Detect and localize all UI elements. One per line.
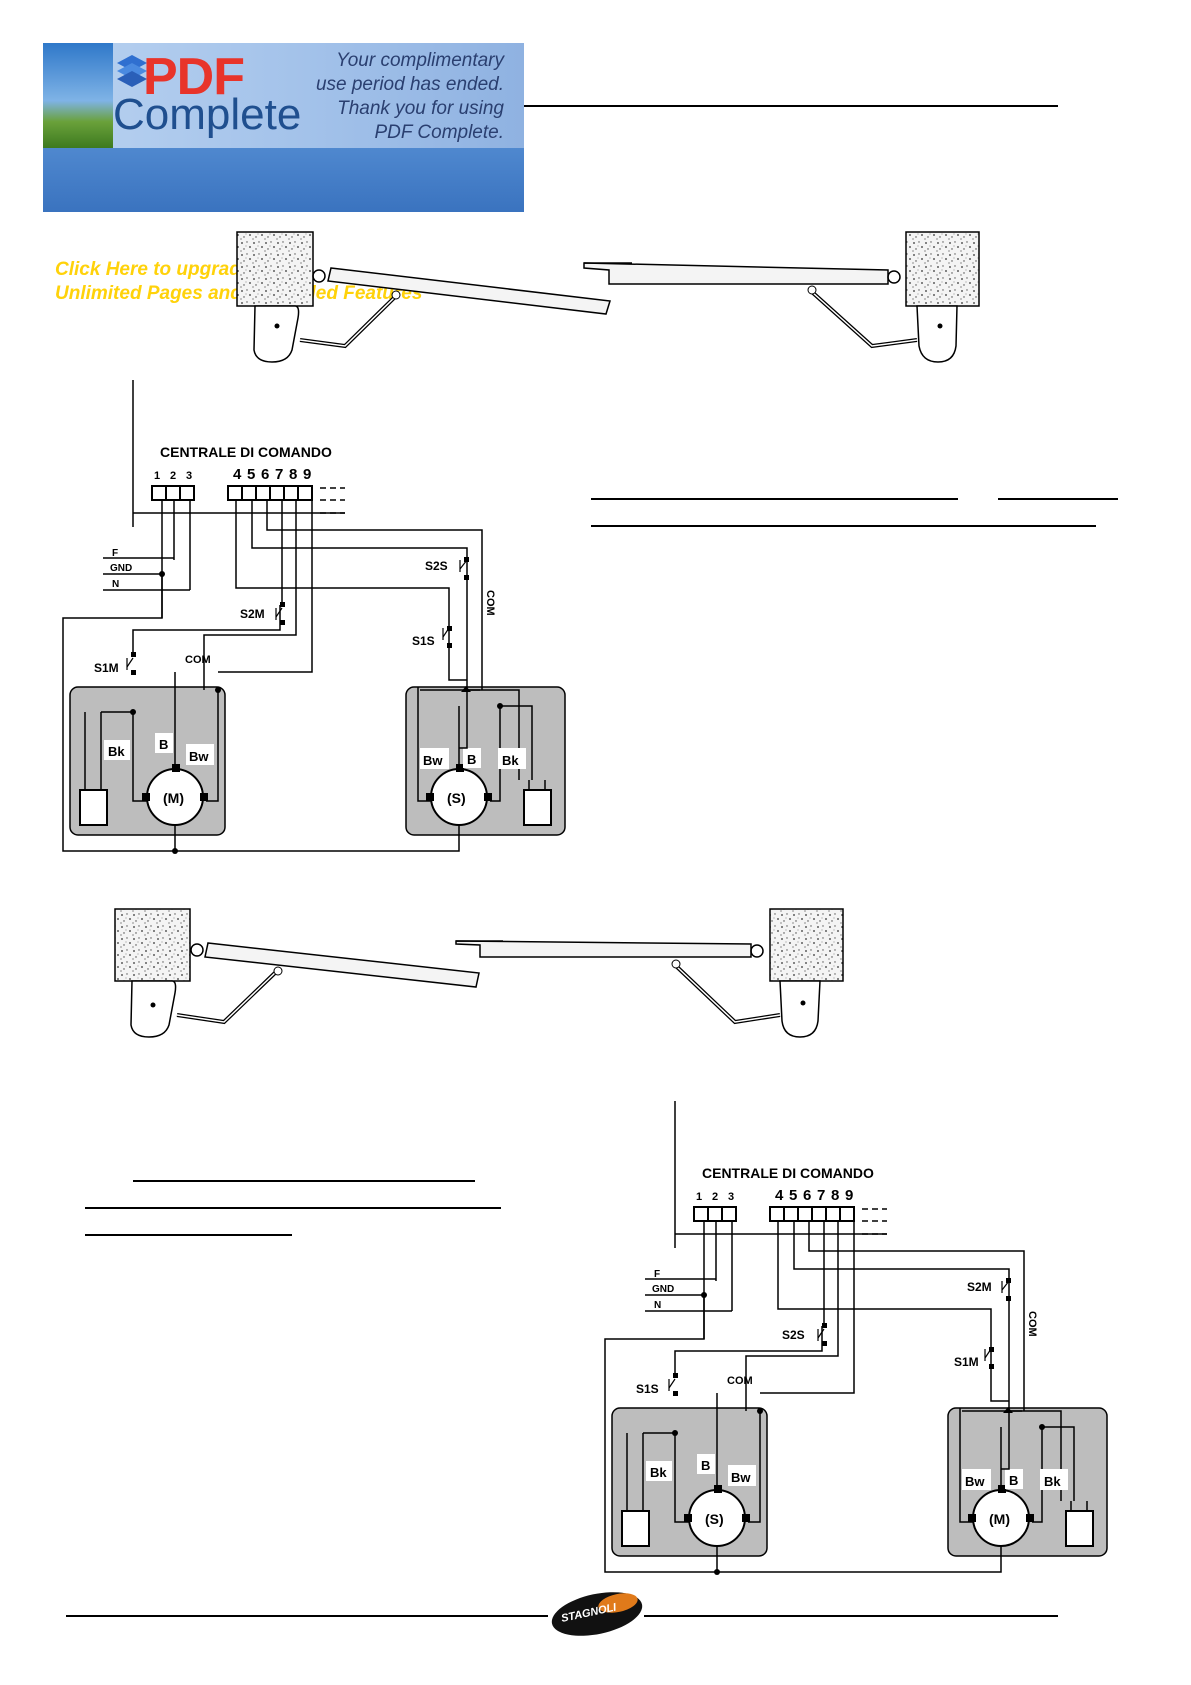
wire-label: Bk bbox=[650, 1465, 667, 1480]
terminal-label: 7 bbox=[275, 466, 283, 483]
switch-label: S2M bbox=[967, 1280, 992, 1294]
wire-label: Bk bbox=[1044, 1474, 1061, 1489]
supply-label: F bbox=[112, 548, 118, 559]
motor-label: (S) bbox=[447, 790, 466, 806]
switch-label: S2S bbox=[782, 1328, 805, 1342]
message-line: Thank you for using bbox=[337, 98, 504, 119]
wire-label: Bw bbox=[189, 749, 209, 764]
terminal-label: 3 bbox=[186, 470, 192, 482]
wire-label: B bbox=[159, 737, 168, 752]
com-vertical-label: COM bbox=[484, 590, 496, 616]
wire-label: Bk bbox=[108, 744, 125, 759]
terminal-label: 5 bbox=[789, 1187, 797, 1204]
terminal-label: 9 bbox=[845, 1187, 853, 1204]
supply-label: F bbox=[654, 1269, 660, 1280]
terminal-label: 6 bbox=[803, 1187, 811, 1204]
terminal-label: 2 bbox=[170, 470, 176, 482]
brand-pdf: PDF bbox=[143, 48, 245, 106]
switch-label: S2M bbox=[240, 607, 265, 621]
message-line: PDF Complete. bbox=[374, 122, 504, 143]
terminal-label: 7 bbox=[817, 1187, 825, 1204]
terminal-label: 3 bbox=[728, 1191, 734, 1203]
supply-label: GND bbox=[110, 563, 132, 574]
terminal-label: 8 bbox=[289, 466, 297, 483]
stagnoli-logo bbox=[551, 1592, 643, 1636]
wiring-diagram-bottom bbox=[604, 1100, 1108, 1576]
terminal-label: 5 bbox=[247, 466, 255, 483]
switch-label: S1M bbox=[954, 1355, 979, 1369]
wire-label: B bbox=[701, 1458, 710, 1473]
wire-label: B bbox=[467, 752, 476, 767]
wiring-diagram-top bbox=[62, 379, 566, 855]
banner-photo-icon bbox=[43, 43, 113, 148]
terminal-label: 2 bbox=[712, 1191, 718, 1203]
com-label: COM bbox=[727, 1375, 753, 1387]
complimentary-message: Your complimentary use period has ended.… bbox=[316, 49, 504, 145]
upgrade-line[interactable]: Click Here to upgrade to bbox=[55, 259, 275, 280]
switch-label: S1M bbox=[94, 661, 119, 675]
terminal-label: 6 bbox=[261, 466, 269, 483]
switch-label: S1S bbox=[412, 634, 435, 648]
terminal-label: 9 bbox=[303, 466, 311, 483]
switch-label: S2S bbox=[425, 559, 448, 573]
motor-label: (S) bbox=[705, 1511, 724, 1527]
com-label: COM bbox=[185, 654, 211, 666]
supply-label: N bbox=[654, 1300, 661, 1311]
banner-top-panel: PDF Complete Your complimentary use peri… bbox=[43, 43, 524, 148]
wire-label: Bk bbox=[502, 753, 519, 768]
terminal-label: 8 bbox=[831, 1187, 839, 1204]
switch-label: S1S bbox=[636, 1382, 659, 1396]
text-rules bbox=[85, 498, 1118, 1236]
message-line: Your complimentary bbox=[336, 50, 504, 71]
panel-title: CENTRALE DI COMANDO bbox=[160, 444, 332, 460]
gate-illustration-bottom bbox=[114, 908, 844, 1038]
logo-text: STAGNOLI bbox=[560, 1601, 618, 1625]
panel-title: CENTRALE DI COMANDO bbox=[702, 1165, 874, 1181]
upgrade-link[interactable]: Click Here to upgrade to Unlimited Pages… bbox=[43, 148, 524, 304]
message-line: use period has ended. bbox=[315, 74, 504, 95]
upgrade-line[interactable]: Unlimited Pages and Expanded Features bbox=[55, 283, 423, 304]
terminal-label: 4 bbox=[233, 466, 242, 483]
com-vertical-label: COM bbox=[1026, 1311, 1038, 1337]
wire-label: Bw bbox=[731, 1470, 751, 1485]
brand-complete: Complete bbox=[113, 90, 302, 139]
terminal-label: 1 bbox=[696, 1191, 702, 1203]
wire-label: B bbox=[1009, 1473, 1018, 1488]
terminal-label: 1 bbox=[154, 470, 160, 482]
wire-label: Bw bbox=[965, 1474, 985, 1489]
wire-label: Bw bbox=[423, 753, 443, 768]
supply-label: GND bbox=[652, 1284, 674, 1295]
motor-label: (M) bbox=[163, 790, 184, 806]
layers-icon bbox=[117, 55, 147, 87]
supply-label: N bbox=[112, 579, 119, 590]
terminal-label: 4 bbox=[775, 1187, 784, 1204]
motor-label: (M) bbox=[989, 1511, 1010, 1527]
upgrade-banner[interactable]: PDF Complete Your complimentary use peri… bbox=[43, 43, 524, 304]
